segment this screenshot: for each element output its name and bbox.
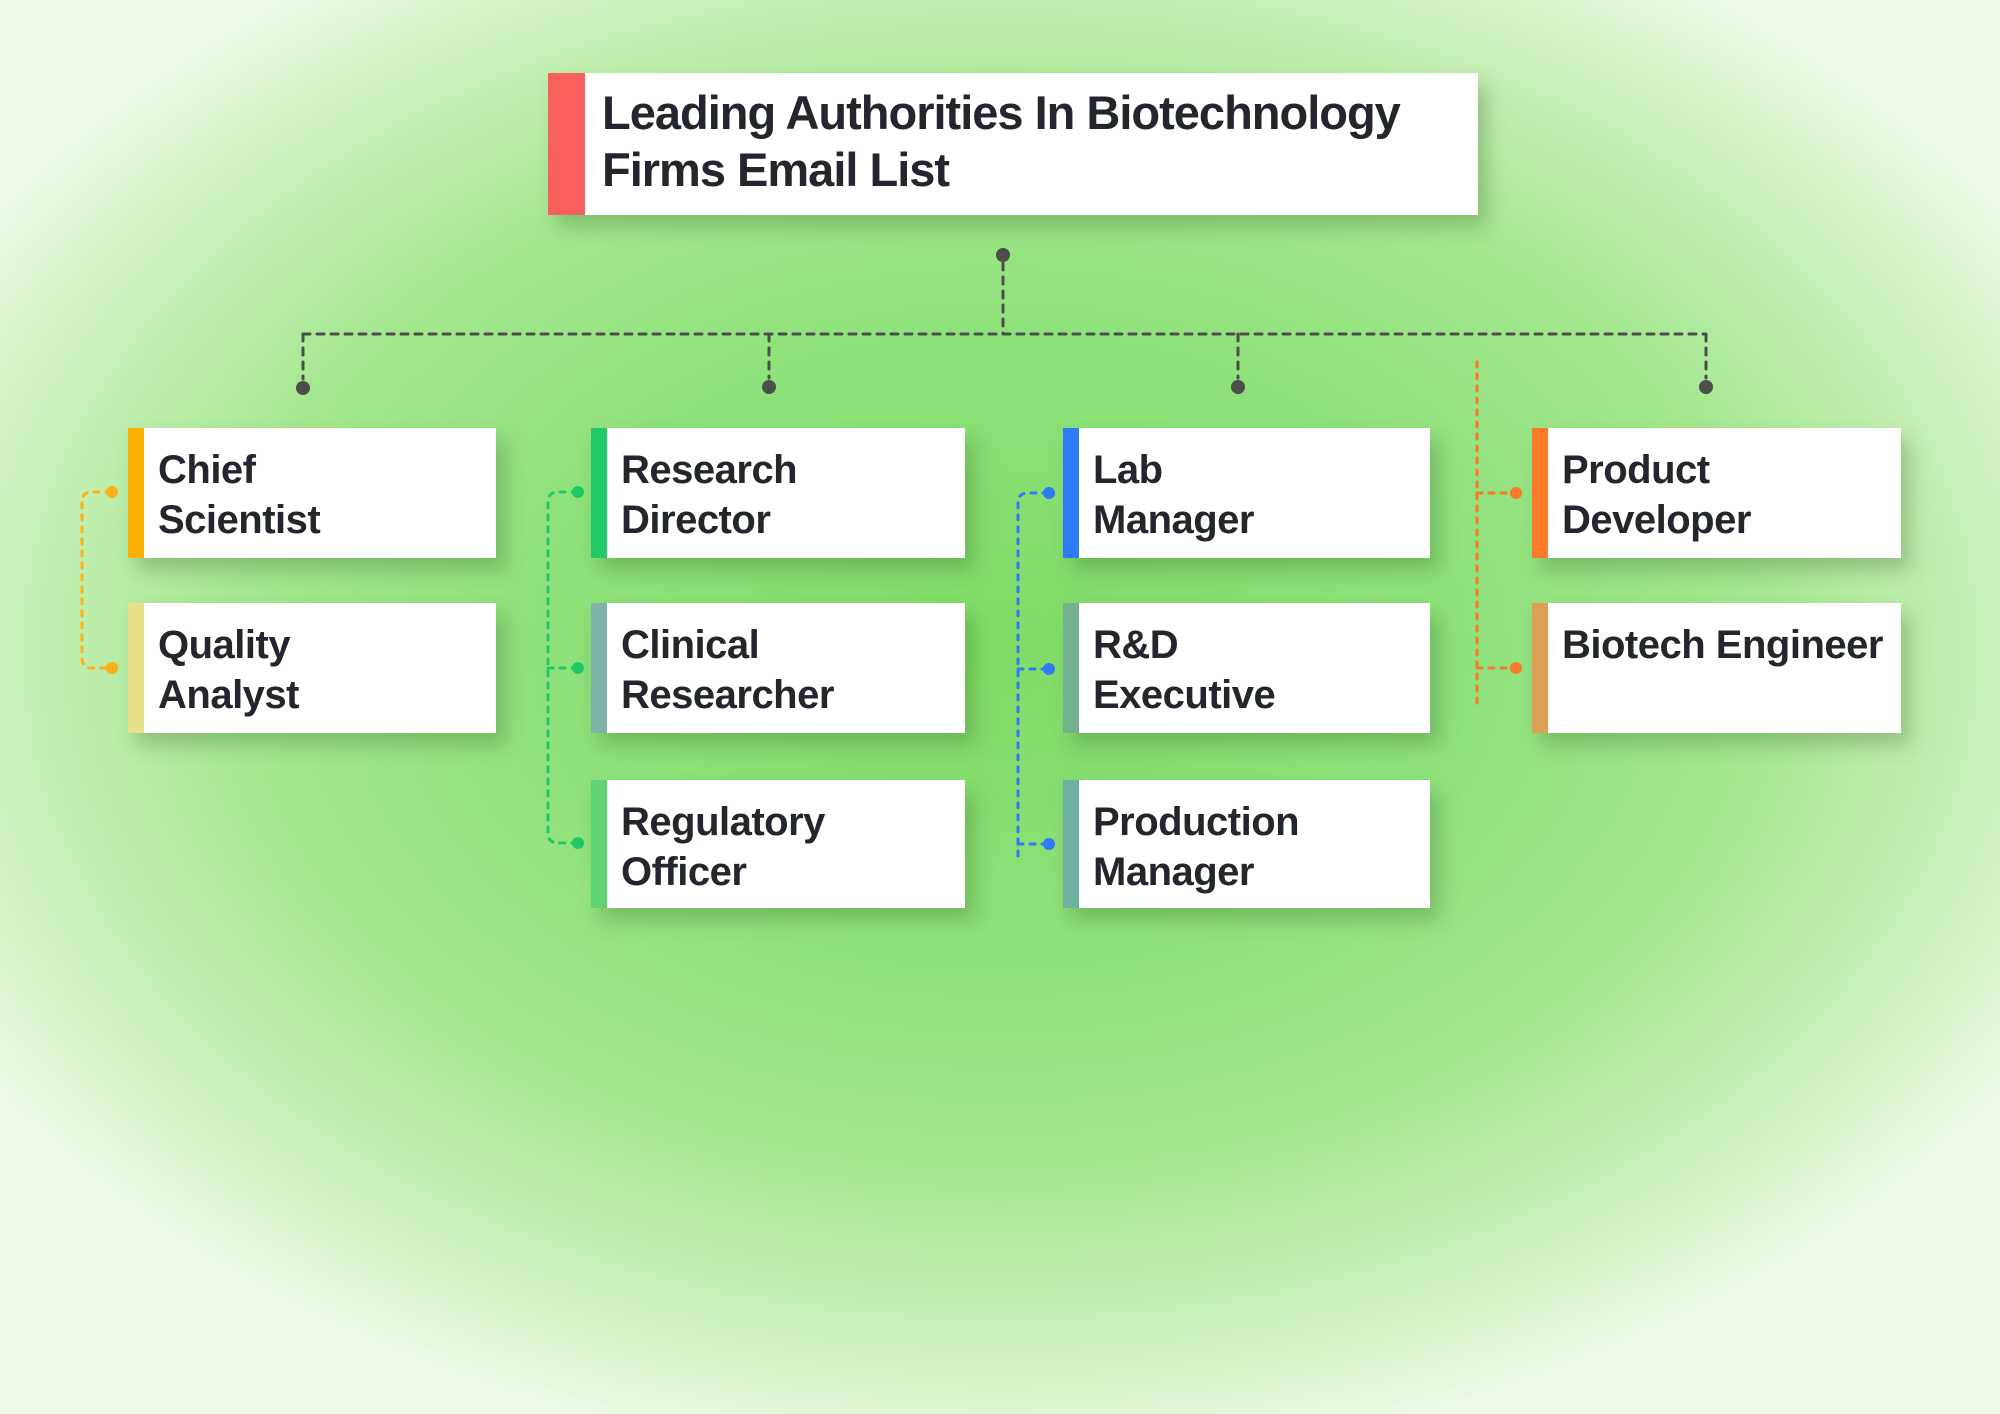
accent-bar xyxy=(591,780,607,908)
role-label: Regulatory Officer xyxy=(621,797,961,897)
column-3-bracket xyxy=(1016,487,1055,859)
accent-bar xyxy=(128,603,144,733)
role-label-line: Product xyxy=(1562,448,1710,492)
accent-bar xyxy=(128,428,144,558)
role-label: Clinical Researcher xyxy=(621,620,961,720)
accent-bar xyxy=(1063,780,1079,908)
tree-dot xyxy=(296,381,310,395)
title-line-2: Firms Email List xyxy=(602,143,950,196)
bracket-lines xyxy=(1475,360,1509,712)
role-box-chief-scientist: Chief Scientist xyxy=(128,428,496,558)
role-label-line: Analyst xyxy=(158,673,300,717)
bracket-lines xyxy=(80,490,113,670)
role-label: Chief Scientist xyxy=(158,445,492,545)
role-label: Lab Manager xyxy=(1093,445,1426,545)
bracket-dot xyxy=(106,486,118,498)
accent-bar xyxy=(1532,428,1548,558)
accent-bar xyxy=(1063,428,1079,558)
role-label: Product Developer xyxy=(1562,445,1897,545)
tree-dot xyxy=(996,248,1010,262)
role-label-line: Production xyxy=(1093,800,1300,844)
role-label-line: Executive xyxy=(1093,673,1276,717)
accent-bar xyxy=(1063,603,1079,733)
role-box-research-director: Research Director xyxy=(591,428,965,558)
tree-dot xyxy=(762,380,776,394)
role-label: Biotech Engineer xyxy=(1562,620,1897,670)
role-label-line: Chief xyxy=(158,448,256,492)
role-label-line: Lab xyxy=(1093,448,1163,492)
page-title: Leading Authorities In Biotechnology Fir… xyxy=(602,84,1470,198)
role-label-line: Regulatory xyxy=(621,800,825,844)
column-1-bracket xyxy=(80,486,118,674)
role-label-line: Research xyxy=(621,448,798,492)
column-4-bracket xyxy=(1475,360,1522,712)
role-box-regulatory-officer: Regulatory Officer xyxy=(591,780,965,908)
bracket-dot xyxy=(572,486,584,498)
bracket-dot xyxy=(1510,487,1522,499)
role-label-line: R&D xyxy=(1093,623,1179,667)
tree-dot xyxy=(1699,380,1713,394)
role-label-line: Manager xyxy=(1093,498,1255,542)
bracket-dot xyxy=(106,662,118,674)
role-box-production-manager: Production Manager xyxy=(1063,780,1430,908)
bracket-dot xyxy=(1043,487,1055,499)
role-label: Quality Analyst xyxy=(158,620,492,720)
role-label-line: Director xyxy=(621,498,771,542)
role-box-lab-manager: Lab Manager xyxy=(1063,428,1430,558)
role-label-line: Manager xyxy=(1093,850,1255,894)
tree-dot xyxy=(1231,380,1245,394)
bracket-dot xyxy=(572,837,584,849)
role-label-line: Clinical xyxy=(621,623,760,667)
role-label: Production Manager xyxy=(1093,797,1426,897)
accent-bar xyxy=(1532,603,1548,733)
role-box-quality-analyst: Quality Analyst xyxy=(128,603,496,733)
role-box-biotech-engineer: Biotech Engineer xyxy=(1532,603,1901,733)
role-label-line: Scientist xyxy=(158,498,321,542)
title-accent-bar xyxy=(548,73,585,215)
bracket-dot xyxy=(1043,663,1055,675)
role-box-clinical-researcher: Clinical Researcher xyxy=(591,603,965,733)
role-box-rd-executive: R&D Executive xyxy=(1063,603,1430,733)
bracket-dot xyxy=(572,662,584,674)
role-box-product-developer: Product Developer xyxy=(1532,428,1901,558)
title-card: Leading Authorities In Biotechnology Fir… xyxy=(548,73,1478,215)
accent-bar xyxy=(591,603,607,733)
role-label-line: Officer xyxy=(621,850,747,894)
title-line-1: Leading Authorities In Biotechnology xyxy=(602,86,1401,139)
role-label: Research Director xyxy=(621,445,961,545)
role-label-line: Biotech Engineer xyxy=(1562,623,1883,667)
tree-connector xyxy=(296,248,1713,395)
bracket-lines xyxy=(1016,491,1050,859)
role-label: R&D Executive xyxy=(1093,620,1426,720)
role-label-line: Developer xyxy=(1562,498,1751,542)
accent-bar xyxy=(591,428,607,558)
role-label-line: Researcher xyxy=(621,673,834,717)
bracket-dot xyxy=(1043,838,1055,850)
role-label-line: Quality xyxy=(158,623,291,667)
tree-lines xyxy=(301,261,1708,381)
bracket-dot xyxy=(1510,662,1522,674)
column-2-bracket xyxy=(546,486,584,849)
